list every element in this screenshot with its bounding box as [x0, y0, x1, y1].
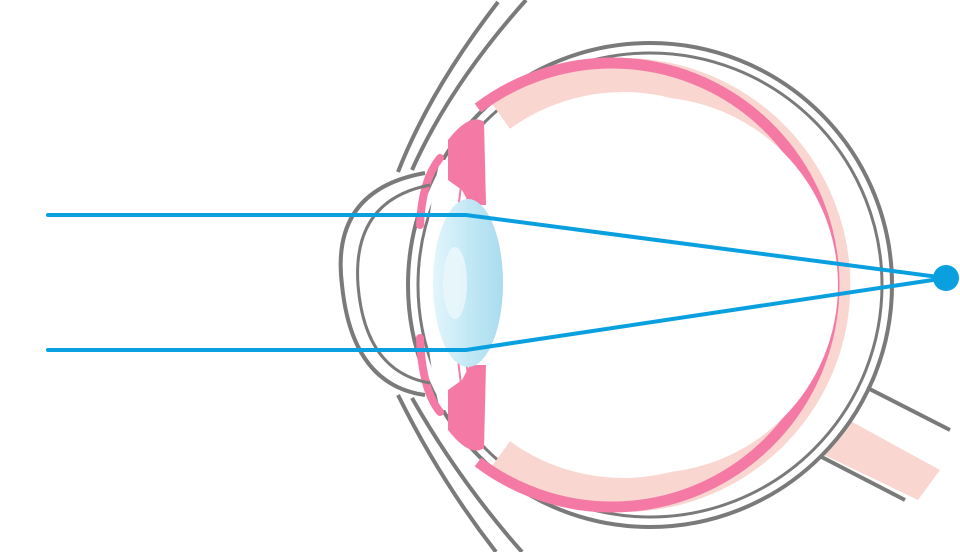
lens [433, 199, 503, 367]
eyelid-lower-outer [396, 394, 498, 552]
eyelid-upper-outer [396, 0, 500, 173]
light-ray-top [46, 213, 948, 280]
vitreous-body [462, 97, 838, 473]
focal-point [933, 265, 959, 291]
cornea-outer [338, 171, 426, 397]
lens-highlight [443, 247, 467, 319]
optic-nerve-outline-bottom [807, 448, 906, 502]
sclera-inner [416, 51, 884, 519]
eyelid-lower-inner [410, 397, 524, 552]
eyelid-upper-inner [410, 0, 528, 171]
light-rays [46, 213, 948, 352]
cornea-inner [356, 183, 431, 385]
light-ray-bottom [46, 276, 948, 352]
